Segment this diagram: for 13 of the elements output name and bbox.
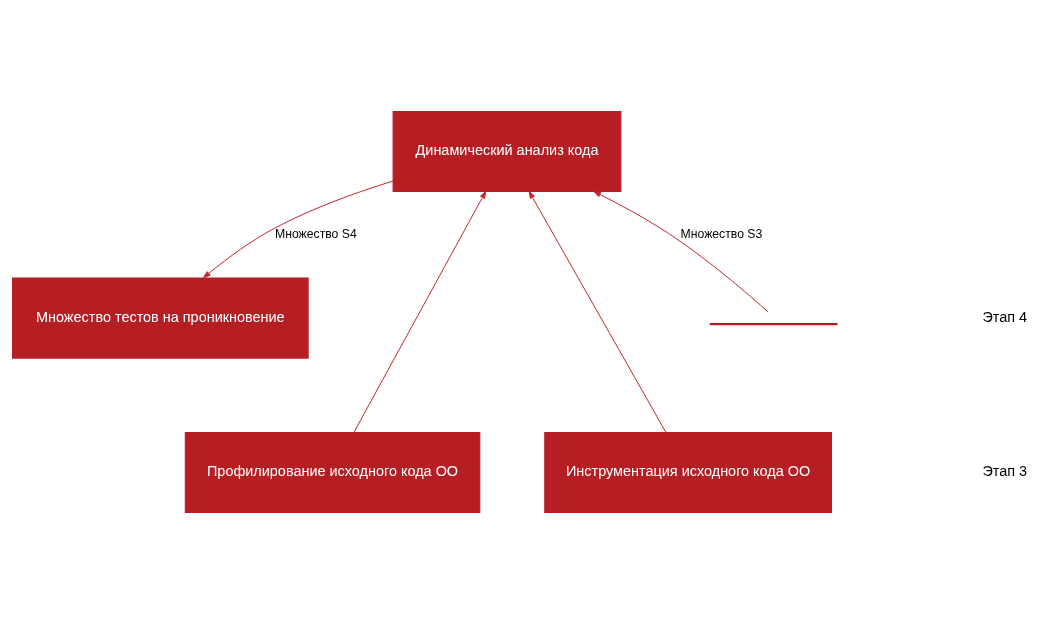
- arrow: [203, 180, 394, 279]
- label: Этап 3: [982, 463, 1028, 480]
- edge-label: Множество S4: [275, 226, 357, 241]
- node-box: Инструментация исходного кода ОО: [544, 432, 832, 514]
- arrow: [528, 191, 667, 433]
- arrow: [593, 190, 769, 313]
- label: Этап 4: [982, 308, 1028, 325]
- node-box: Множество тестов на проникновение: [12, 277, 309, 359]
- arrow: [353, 191, 487, 433]
- node-box: Профилирование исходного кода ОО: [184, 432, 481, 514]
- edge-label: Множество S3: [680, 226, 763, 241]
- node-wave: [709, 323, 838, 326]
- node-box: Динамический анализ кода: [392, 110, 622, 192]
